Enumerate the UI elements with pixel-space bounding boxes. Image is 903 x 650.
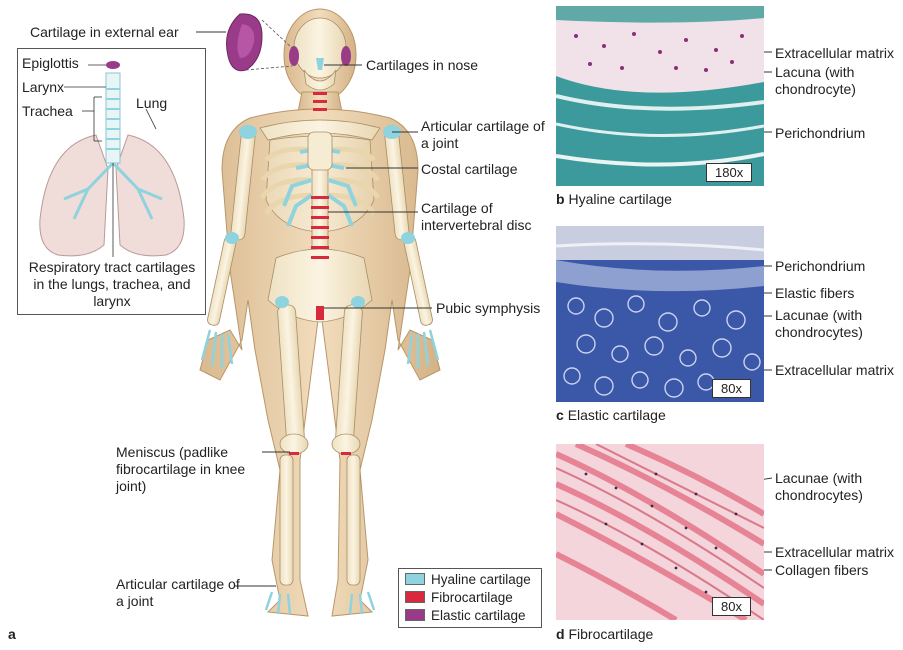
- fibro-matrix-label: Extracellular matrix: [775, 544, 895, 560]
- skeleton-bones: [207, 17, 433, 586]
- elastic-lacunae-label: Lacunae (with chondrocytes): [775, 307, 863, 340]
- elastic-matrix-label: Extracellular matrix: [775, 362, 895, 378]
- lungs-illustration: [39, 61, 185, 257]
- larynx-label: Larynx: [22, 79, 65, 95]
- elastic-perichondrium-label: Perichondrium: [775, 258, 866, 274]
- panel-letter: c: [556, 407, 564, 423]
- fibro-micrograph: 80x: [556, 444, 764, 620]
- fibro-magnification: 80x: [712, 597, 751, 616]
- nose-label: Cartilages in nose: [366, 57, 479, 73]
- fibro-lacunae-label: Lacunae (with chondrocytes): [775, 470, 863, 503]
- legend-label: Hyaline cartilage: [431, 571, 531, 587]
- articular-foot-label: Articular cartilage of a joint: [116, 576, 240, 609]
- elastic-caption: c Elastic cartilage: [556, 407, 666, 423]
- legend-label: Fibrocartilage: [431, 589, 513, 605]
- elastic-micrograph: 80x: [556, 226, 764, 402]
- elastic-texture: [556, 226, 764, 398]
- legend-item-elastic: Elastic cartilage: [405, 607, 526, 623]
- costal-label: Costal cartilage: [421, 161, 518, 177]
- fibro-caption: d Fibrocartilage: [556, 626, 653, 642]
- panel-letter: b: [556, 191, 565, 207]
- joint-cartilage: [225, 125, 415, 308]
- respiratory-inset: Epiglottis Larynx Trachea Lung Respirato…: [17, 48, 206, 315]
- legend-swatch: [405, 573, 425, 585]
- pubic-label: Pubic symphysis: [436, 300, 541, 316]
- ear-cartilage: [289, 46, 351, 66]
- ear-enlargement: [226, 13, 293, 72]
- epiglottis-label: Epiglottis: [22, 55, 79, 71]
- legend: Hyaline cartilage Fibrocartilage Elastic…: [398, 568, 542, 628]
- legend-item-hyaline: Hyaline cartilage: [405, 571, 531, 587]
- lung-label: Lung: [136, 95, 168, 111]
- legend-item-fibro: Fibrocartilage: [405, 589, 513, 605]
- hyaline-caption: b Hyaline cartilage: [556, 191, 672, 207]
- fibro-texture: [556, 444, 764, 620]
- legend-swatch: [405, 591, 425, 603]
- hyaline-micrograph: 180x: [556, 6, 764, 186]
- hyaline-magnification: 180x: [706, 163, 753, 182]
- panel-title: Hyaline cartilage: [568, 191, 672, 207]
- intervertebral-discs: [289, 92, 351, 455]
- legend-swatch: [405, 609, 425, 621]
- elastic-fibers-label: Elastic fibers: [775, 285, 855, 301]
- trachea-label: Trachea: [22, 103, 73, 119]
- hyaline-matrix-label: Extracellular matrix: [775, 45, 895, 61]
- nose-cartilage: [316, 58, 324, 70]
- hyaline-perichondrium-label: Perichondrium: [775, 125, 866, 141]
- panel-title: Elastic cartilage: [567, 407, 666, 423]
- ear-label: Cartilage in external ear: [30, 24, 179, 40]
- panel-title: Fibrocartilage: [568, 626, 654, 642]
- panel-letter: d: [556, 626, 565, 642]
- legend-label: Elastic cartilage: [431, 607, 526, 623]
- hyaline-lacuna-label: Lacuna (with chondrocyte): [775, 64, 856, 97]
- meniscus-label: Meniscus (padlike fibrocartilage in knee…: [116, 444, 246, 494]
- inset-caption: Respiratory tract cartilages in the lung…: [28, 259, 196, 309]
- figure-label: a: [8, 626, 16, 642]
- intervertebral-label: Cartilage of intervertebral disc: [421, 200, 532, 233]
- fibro-collagen-label: Collagen fibers: [775, 562, 869, 578]
- leader-lines: [196, 31, 432, 587]
- hyaline-texture: [556, 6, 764, 186]
- articular-joint-label: Articular cartilage of a joint: [421, 118, 545, 151]
- elastic-magnification: 80x: [712, 379, 751, 398]
